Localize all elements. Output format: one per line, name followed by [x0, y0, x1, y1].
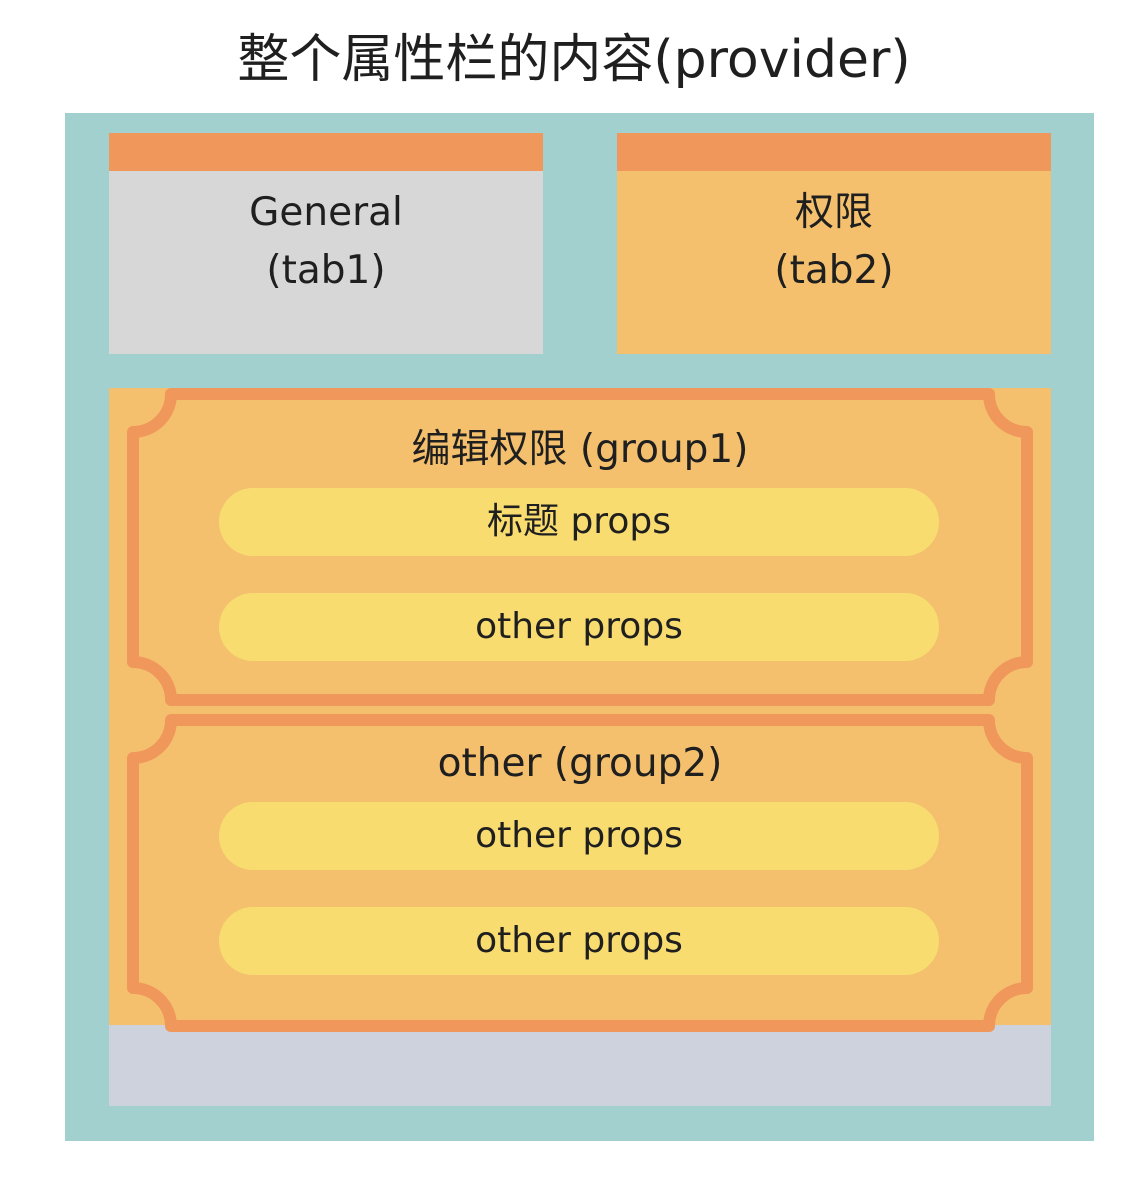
group-frame [127, 714, 1033, 1032]
group-edit-permissions: 编辑权限 (group1) 标题 props other props [109, 388, 1051, 706]
prop-item: 标题 props [219, 488, 939, 556]
tab-body: General (tab1) [109, 171, 543, 354]
tab-content-area: 编辑权限 (group1) 标题 props other props other… [109, 388, 1051, 1106]
tab-label: 权限 [794, 190, 873, 235]
tab-header-bar [109, 133, 543, 171]
tab-body: 权限 (tab2) [617, 171, 1051, 354]
tab-permissions: 权限 (tab2) [617, 133, 1051, 354]
group-other: other (group2) other props other props [109, 714, 1051, 1032]
group-title: 编辑权限 (group1) [411, 427, 749, 472]
prop-item: other props [219, 907, 939, 975]
tab-general: General (tab1) [109, 133, 543, 354]
tab-label: General [249, 190, 403, 235]
tab-header-bar [617, 133, 1051, 171]
provider-container: General (tab1) 权限 (tab2) 编辑权限 (group1) 标… [65, 113, 1094, 1141]
prop-item: other props [219, 802, 939, 870]
prop-item: other props [219, 593, 939, 661]
tab-sublabel: (tab1) [266, 248, 386, 293]
group-title: other (group2) [437, 741, 723, 786]
diagram-title: 整个属性栏的内容(provider) [237, 30, 911, 90]
group-frame [127, 388, 1033, 706]
tab-sublabel: (tab2) [774, 248, 894, 293]
